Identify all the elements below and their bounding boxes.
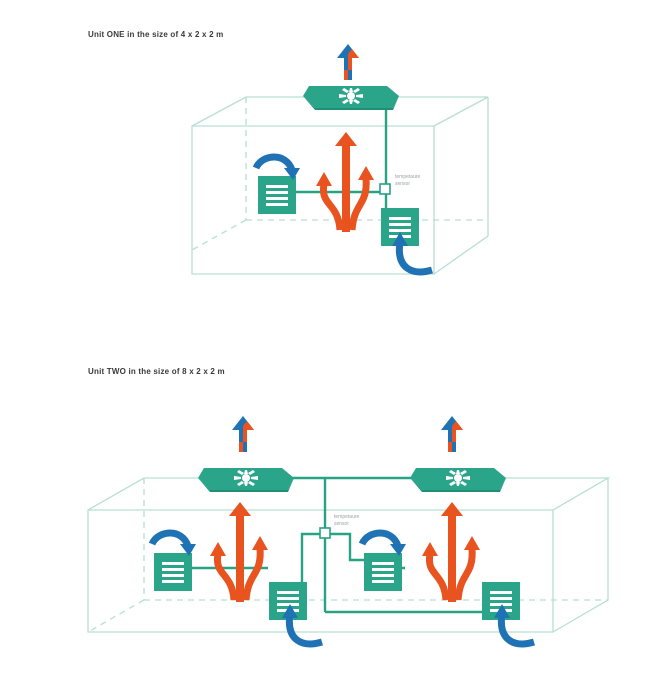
sensor-label-line1: tempetaure bbox=[395, 174, 421, 180]
unit-one-diagram: tempetaure sensor bbox=[191, 44, 489, 275]
temperature-sensor-icon bbox=[319, 527, 331, 539]
ceiling-fan-icon bbox=[303, 86, 399, 110]
hot-air-arrows-icon bbox=[316, 132, 374, 232]
unit-one-box bbox=[191, 96, 489, 275]
temperature-sensor-icon bbox=[379, 183, 391, 195]
exhaust-arrow-icon bbox=[441, 416, 463, 452]
sensor-label-line1: tempetaure bbox=[334, 514, 360, 520]
exhaust-arrow-icon bbox=[337, 44, 359, 80]
cooling-unit-icon bbox=[258, 176, 296, 214]
unit-one-title: Unit ONE in the size of 4 x 2 x 2 m bbox=[88, 30, 224, 39]
cooling-unit-icon bbox=[364, 553, 402, 591]
ceiling-fan-icon bbox=[410, 468, 506, 492]
sensor-label-line2: sensor bbox=[334, 521, 349, 527]
hot-air-arrows-icon bbox=[422, 502, 480, 602]
cold-air-arrow-icon bbox=[152, 533, 196, 556]
ceiling-fan-icon bbox=[198, 468, 294, 492]
unit-two-title: Unit TWO in the size of 8 x 2 x 2 m bbox=[88, 367, 225, 376]
hot-air-arrows-icon bbox=[210, 502, 268, 602]
cold-air-arrow-icon bbox=[362, 533, 406, 556]
sensor-label-line2: sensor bbox=[395, 181, 410, 187]
unit-one-pipes bbox=[296, 108, 388, 210]
cooling-unit-icon bbox=[154, 553, 192, 591]
unit-two-diagram: tempetaure sensor bbox=[87, 416, 611, 644]
exhaust-arrow-icon bbox=[232, 416, 254, 452]
